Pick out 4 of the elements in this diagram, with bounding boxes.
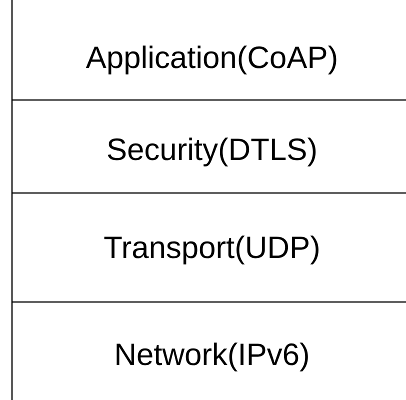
layer-box: Network(IPv6) bbox=[11, 302, 308, 400]
layer-box: Security(DTLS) bbox=[11, 100, 406, 194]
layer-box: Transport(UDP) bbox=[11, 193, 406, 303]
layer-box: Application(CoAP) bbox=[11, 0, 406, 101]
